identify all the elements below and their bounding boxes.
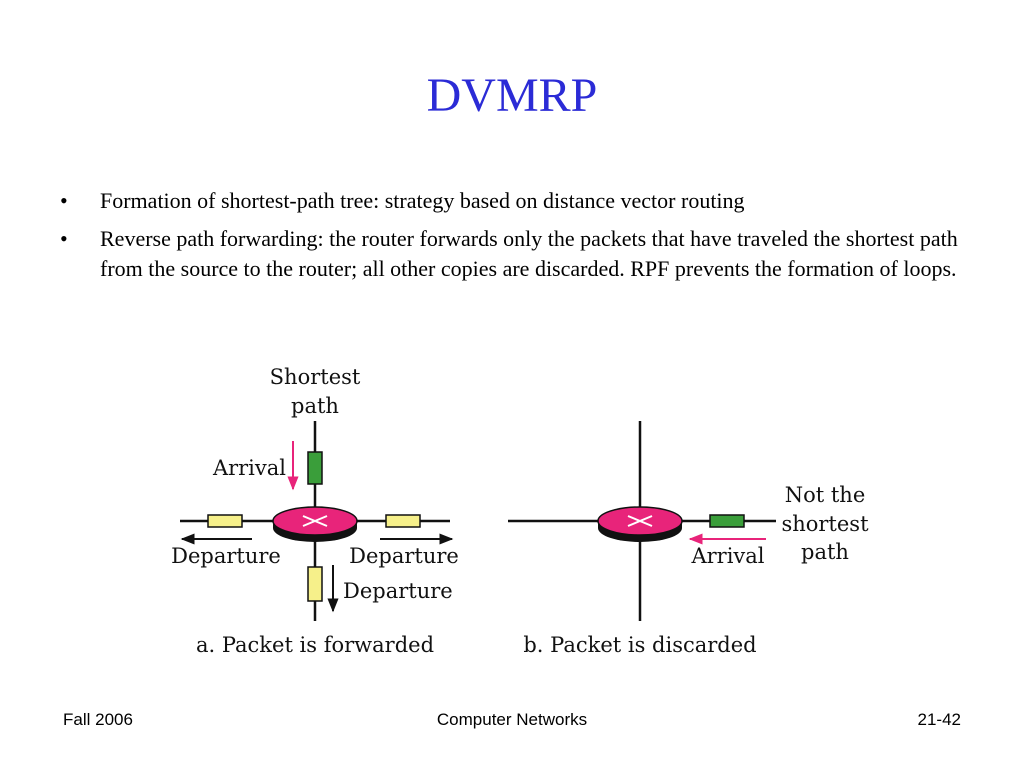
footer-date: Fall 2006 <box>63 710 133 729</box>
departure-label-left: Departure <box>171 544 281 568</box>
arrival-packet <box>307 451 323 485</box>
panel-a-forwarded: Shortest path Arrival Departure Departur… <box>171 365 459 657</box>
bullet-text: Reverse path forwarding: the router forw… <box>100 226 958 281</box>
arrival-packet <box>709 514 745 528</box>
rpf-diagram: Shortest path Arrival Departure Departur… <box>171 365 869 657</box>
bullet-item: • Formation of shortest-path tree: strat… <box>60 186 980 216</box>
arrival-label: Arrival <box>690 544 764 568</box>
shortest-label: path <box>291 394 339 418</box>
footer-course: Computer Networks <box>436 710 588 729</box>
router-icon <box>272 506 358 542</box>
bullet-item: • Reverse path forwarding: the router fo… <box>60 224 980 284</box>
caption-a: a. Packet is forwarded <box>196 633 434 657</box>
arrival-label: Arrival <box>212 456 286 480</box>
not-shortest-label: Not the <box>785 483 866 507</box>
bullet-list: • Formation of shortest-path tree: strat… <box>60 186 980 292</box>
bullet-glyph: • <box>60 188 68 213</box>
departure-packet-bottom <box>307 566 323 602</box>
not-shortest-label: shortest <box>781 512 869 536</box>
router-icon <box>597 506 683 542</box>
departure-label-right: Departure <box>349 544 459 568</box>
shortest-label: Shortest <box>270 365 361 389</box>
departure-packet-left <box>207 514 243 528</box>
departure-label-bottom: Departure <box>343 579 453 603</box>
slide-title: DVMRP <box>426 69 598 122</box>
footer-slide-number: 21-42 <box>917 710 961 729</box>
bullet-text: Formation of shortest-path tree: strateg… <box>100 188 745 213</box>
panel-b-discarded: Not the shortest path Arrival b. Packet … <box>508 421 869 657</box>
bullet-glyph: • <box>60 226 68 251</box>
departure-packet-right <box>385 514 421 528</box>
not-shortest-label: path <box>801 540 849 564</box>
caption-b: b. Packet is discarded <box>523 633 756 657</box>
